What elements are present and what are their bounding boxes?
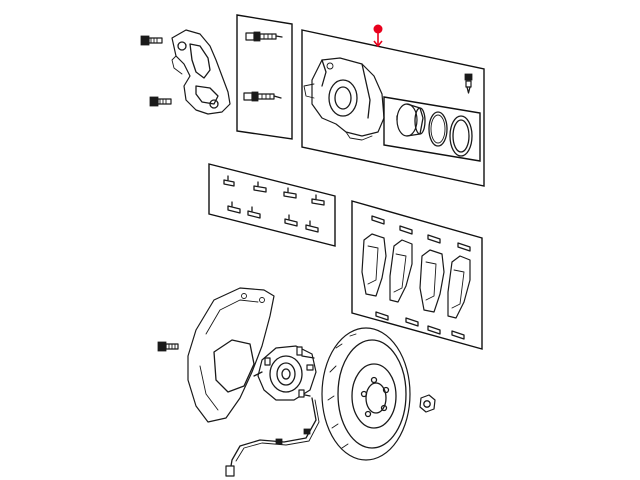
pad-hardware-kit-group[interactable] bbox=[208, 163, 336, 247]
bracket-bolt-lower bbox=[149, 96, 172, 107]
rotor-hub-group[interactable] bbox=[157, 287, 436, 477]
brake-rotor-icon bbox=[321, 327, 411, 461]
caliper-bracket-group[interactable] bbox=[140, 29, 231, 115]
caliper-bracket-icon bbox=[171, 29, 231, 115]
bleeder-screw-icon bbox=[464, 73, 473, 94]
brake-pad-icon bbox=[361, 233, 471, 319]
pad-clip-icons bbox=[371, 215, 471, 340]
shield-bolt bbox=[157, 341, 179, 352]
guide-pin-kit-group[interactable] bbox=[236, 14, 293, 140]
dust-shield-icon bbox=[187, 287, 275, 423]
bracket-bolt-upper bbox=[140, 35, 163, 46]
brake-caliper-icon bbox=[303, 57, 385, 141]
clip-icon bbox=[223, 175, 325, 233]
wheel-speed-sensor-icon bbox=[225, 397, 320, 477]
guide-pin-upper bbox=[245, 31, 283, 42]
callout-marker[interactable] bbox=[373, 24, 383, 48]
piston-seal-kit-icon bbox=[383, 96, 481, 162]
guide-pin-lower bbox=[243, 91, 282, 102]
caliper-kit-group[interactable] bbox=[301, 29, 485, 187]
hub-bearing-icon bbox=[253, 345, 317, 401]
brake-pad-kit-group[interactable] bbox=[351, 200, 483, 350]
lug-nut-icon bbox=[419, 394, 436, 413]
